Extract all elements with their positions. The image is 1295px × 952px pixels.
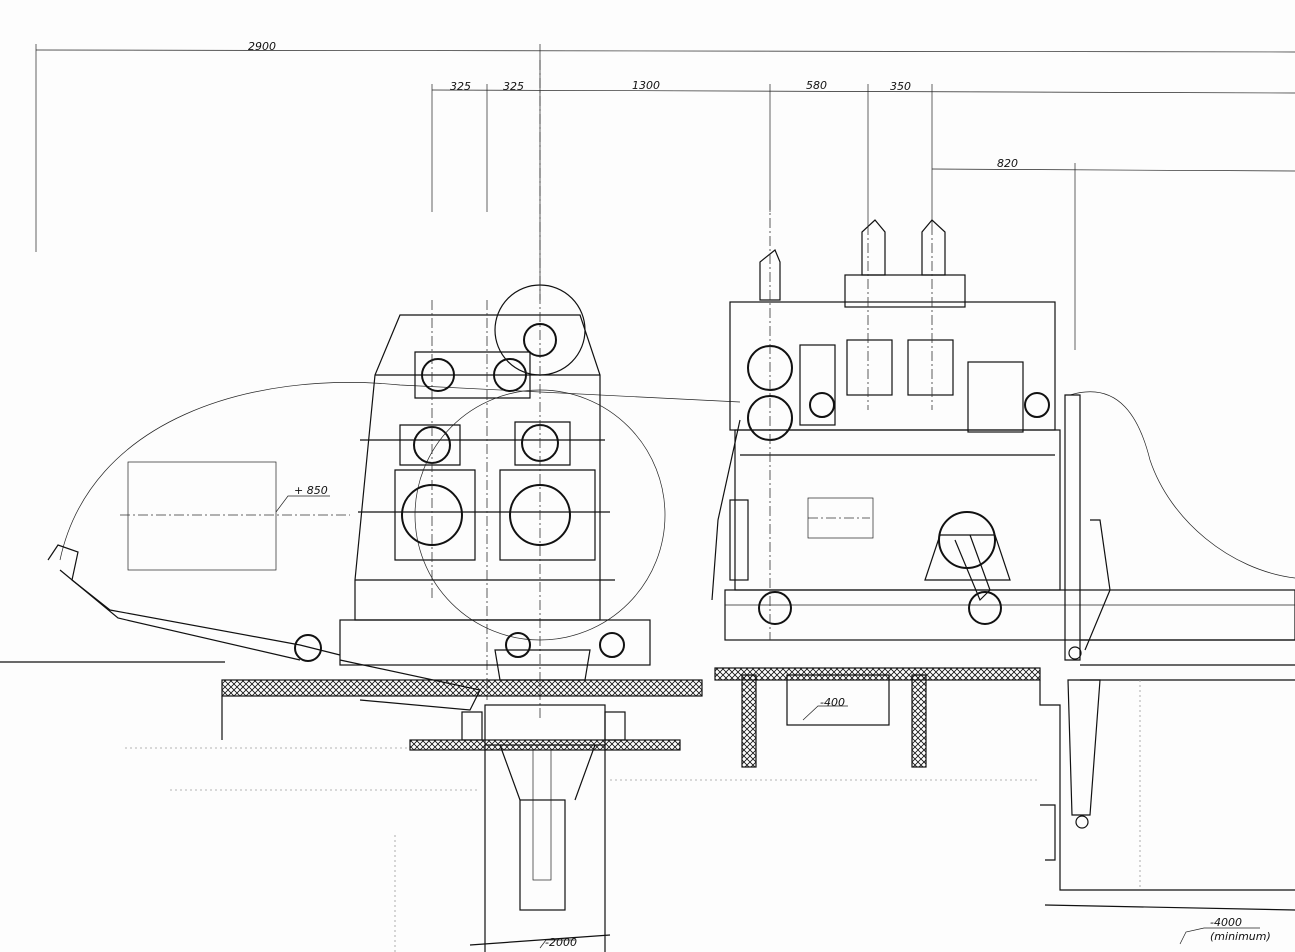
dimension-lines [35,44,1295,350]
dim-580: 580 [806,79,827,92]
straightener-unit [711,200,1295,829]
dim-820: 820 [997,157,1018,170]
dim-2900: 2900 [248,40,276,53]
dim-1300: 1300 [632,79,660,92]
foundation [0,661,1295,952]
dimension-labels: 2900 325 325 1300 580 350 820 + 850 -400… [248,40,1271,949]
swing-envelope [47,382,1295,661]
dim-325-left: 325 [450,80,471,93]
gearbox [294,60,666,720]
dim-325-right: 325 [503,80,524,93]
level-minimum-note: (minimum) [1210,930,1271,943]
dim-350: 350 [890,80,911,93]
level-plus-850: + 850 [294,484,328,497]
level-minus-4000: -4000 [1210,916,1242,929]
level-minus-400: -400 [820,696,845,709]
